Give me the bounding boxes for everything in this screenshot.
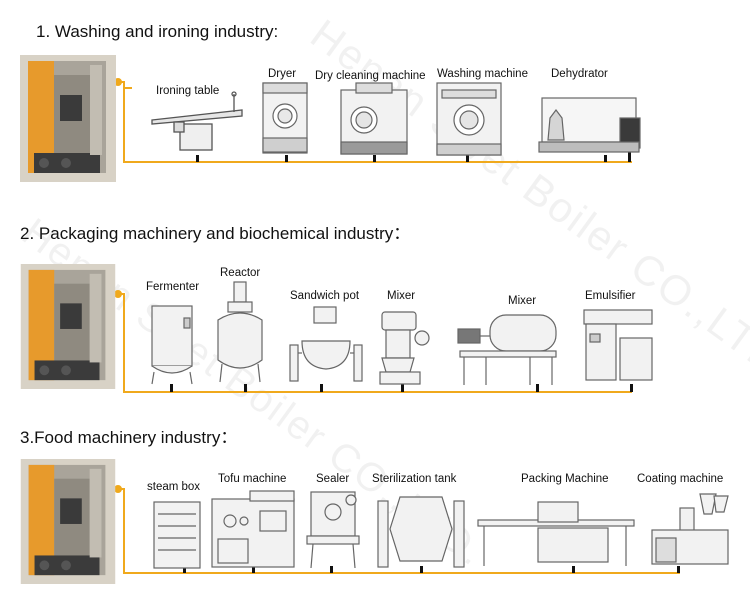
tofu-machine-image bbox=[211, 490, 295, 568]
mixer-2-image bbox=[457, 314, 557, 385]
mixer-1-image bbox=[379, 311, 430, 385]
label-mixer-2: Mixer bbox=[508, 295, 537, 307]
steam-box-image bbox=[153, 501, 201, 569]
fermenter-image bbox=[151, 305, 193, 385]
dry-cleaning-machine-image bbox=[340, 82, 408, 155]
section-title-packaging: 2. Packaging machinery and biochemical i… bbox=[20, 224, 411, 243]
label-packing-machine: Packing Machine bbox=[521, 473, 609, 485]
label-mixer-1: Mixer bbox=[387, 290, 416, 302]
reactor-image bbox=[217, 281, 263, 383]
sterilization-tank-image bbox=[377, 496, 465, 568]
sandwich-pot-image bbox=[289, 306, 363, 382]
steam-boiler-image bbox=[20, 459, 116, 584]
label-emulsifier: Emulsifier bbox=[585, 290, 636, 302]
washing-machine-image bbox=[436, 82, 502, 156]
section-title-washing: 1. Washing and ironing industry: bbox=[36, 22, 279, 41]
label-tofu-machine: Tofu machine bbox=[218, 473, 287, 485]
label-fermenter: Fermenter bbox=[146, 281, 200, 293]
sealer-image bbox=[306, 491, 360, 569]
label-steam-box: steam box bbox=[147, 481, 201, 493]
emulsifier-image bbox=[583, 309, 653, 381]
dryer-image bbox=[262, 82, 308, 154]
steam-boiler-image bbox=[20, 55, 116, 182]
packing-machine-image bbox=[477, 501, 635, 566]
label-dry-cleaning-machine: Dry cleaning machine bbox=[315, 70, 426, 82]
label-dryer: Dryer bbox=[268, 68, 297, 80]
ironing-table-image bbox=[151, 91, 243, 151]
label-sterilization-tank: Sterilization tank bbox=[372, 473, 457, 485]
label-ironing-table: Ironing table bbox=[156, 85, 220, 97]
section-title-food: 3.Food machinery industry： bbox=[20, 428, 238, 447]
label-coating-machine: Coating machine bbox=[637, 473, 724, 485]
dehydrator-image bbox=[538, 97, 641, 153]
label-sealer: Sealer bbox=[316, 473, 350, 485]
label-reactor: Reactor bbox=[220, 267, 261, 279]
label-sandwich-pot: Sandwich pot bbox=[290, 290, 360, 302]
label-washing-machine: Washing machine bbox=[437, 68, 528, 80]
steam-boiler-image bbox=[20, 264, 116, 389]
label-dehydrator: Dehydrator bbox=[551, 68, 608, 80]
coating-machine-image bbox=[651, 493, 729, 565]
